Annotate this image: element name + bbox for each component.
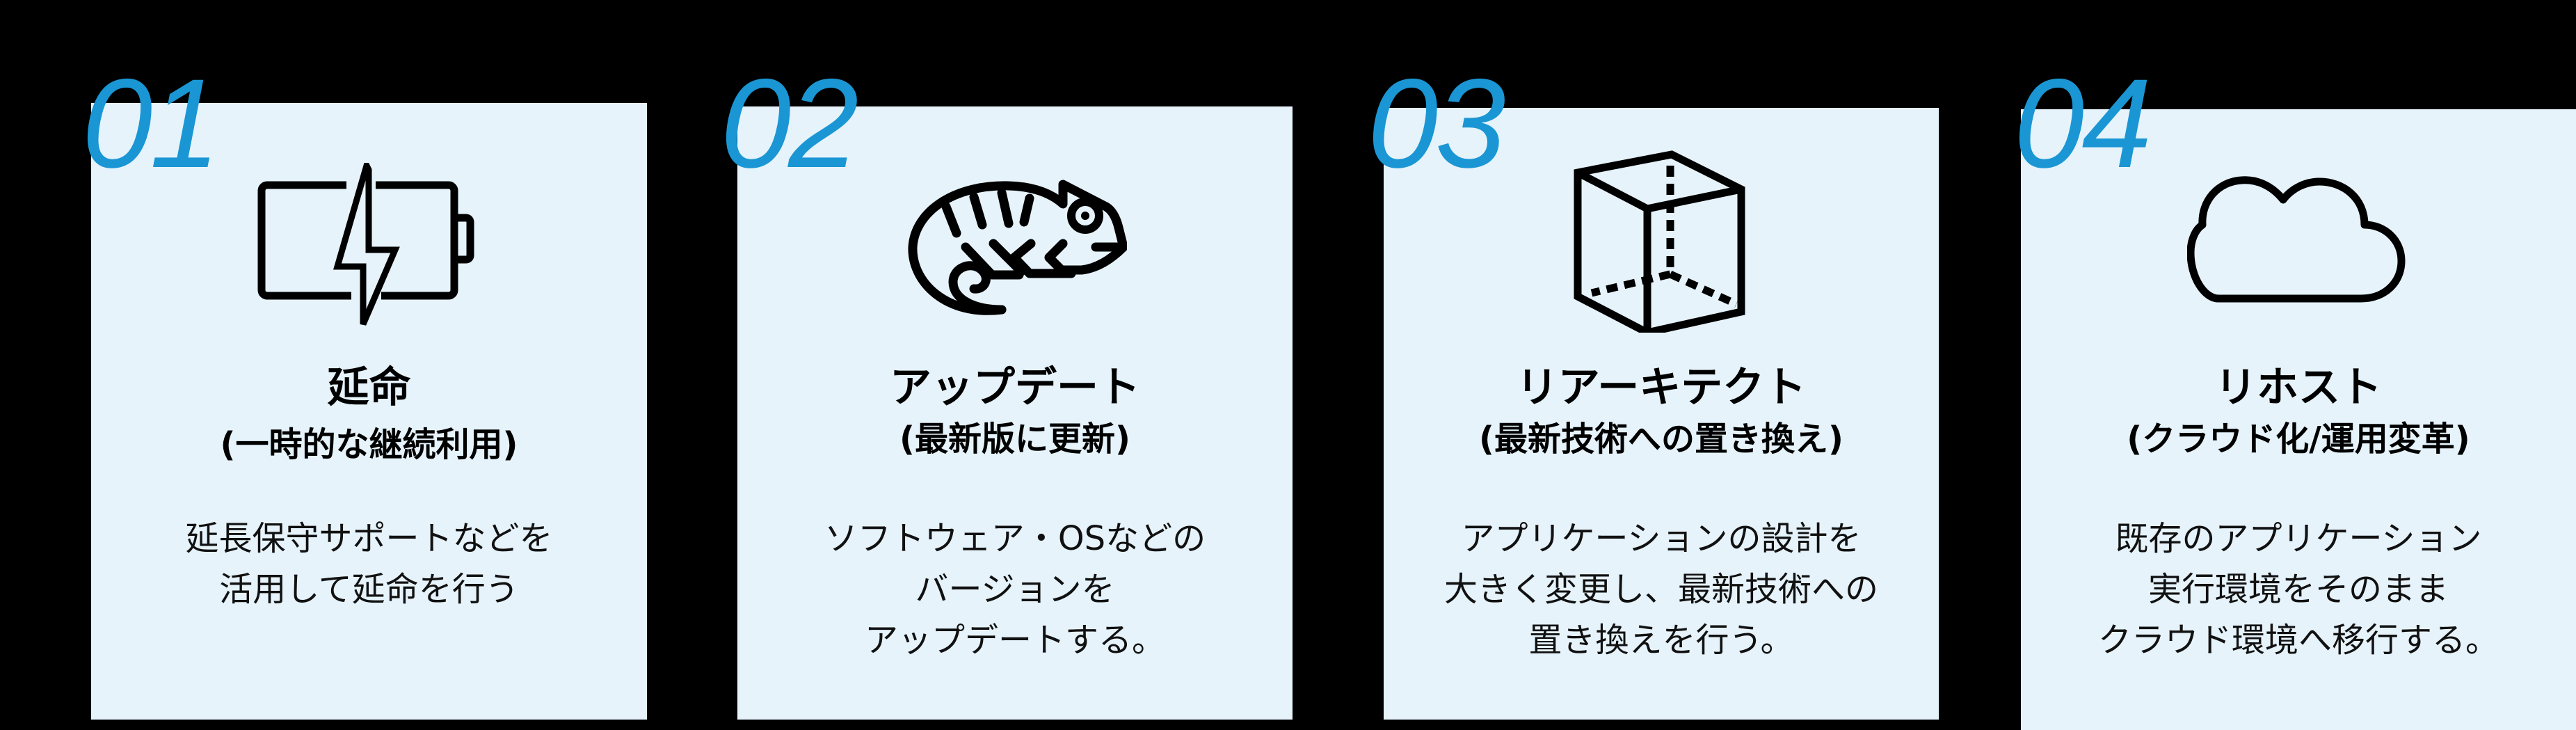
- card-description: 既存のアプリケーション 実行環境をそのまま クラウド環境へ移行する。: [2021, 514, 2576, 666]
- card-description: アプリケーションの設計を 大きく変更し、最新技術への 置き換えを行う。: [1384, 514, 1939, 666]
- card-rehost: [2021, 109, 2576, 730]
- card-title: リホスト: [2215, 363, 2382, 412]
- description-line: クラウド環境へ移行する。: [2097, 621, 2499, 660]
- description-line: 活用して延命を行う: [219, 570, 519, 609]
- cloud-icon: [2187, 176, 2406, 303]
- description-line: 大きく変更し、最新技術への: [1443, 570, 1878, 609]
- cube-icon: [1574, 150, 1745, 333]
- chameleon-icon: [908, 180, 1127, 315]
- description-line: ソフトウェア・OSなどの: [824, 519, 1206, 558]
- description-line: 置き換えを行う。: [1528, 621, 1794, 660]
- card-subtitle: (クラウド化/運用変革): [2127, 420, 2470, 459]
- card-title: リアーキテクト: [1516, 363, 1807, 412]
- card-description: ソフトウェア・OSなどの バージョンを アップデートする。: [737, 514, 1293, 666]
- description-line: 既存のアプリケーション: [2115, 519, 2482, 558]
- card-title: 延命: [327, 363, 411, 412]
- description-line: アプリケーションの設計を: [1461, 519, 1862, 558]
- description-line: アップデートする。: [864, 621, 1165, 660]
- description-line: 延長保守サポートなどを: [185, 519, 553, 558]
- card-number: 01: [82, 52, 220, 194]
- card-description: 延長保守サポートなどを 活用して延命を行う: [91, 514, 647, 615]
- card-subtitle: (一時的な継続利用): [220, 425, 518, 464]
- card-number: 02: [721, 52, 858, 194]
- card-subtitle: (最新版に更新): [899, 420, 1130, 459]
- description-line: バージョンを: [915, 570, 1115, 609]
- card-number: 04: [2014, 52, 2152, 194]
- card-number: 03: [1368, 52, 1505, 194]
- description-line: 実行環境をそのまま: [2147, 570, 2449, 609]
- card-title: アップデート: [890, 363, 1140, 412]
- card-update: [737, 106, 1293, 720]
- battery-charging-icon: [257, 163, 474, 326]
- card-rearchitect: [1384, 108, 1939, 720]
- card-subtitle: (最新技術への置き換え): [1479, 420, 1843, 459]
